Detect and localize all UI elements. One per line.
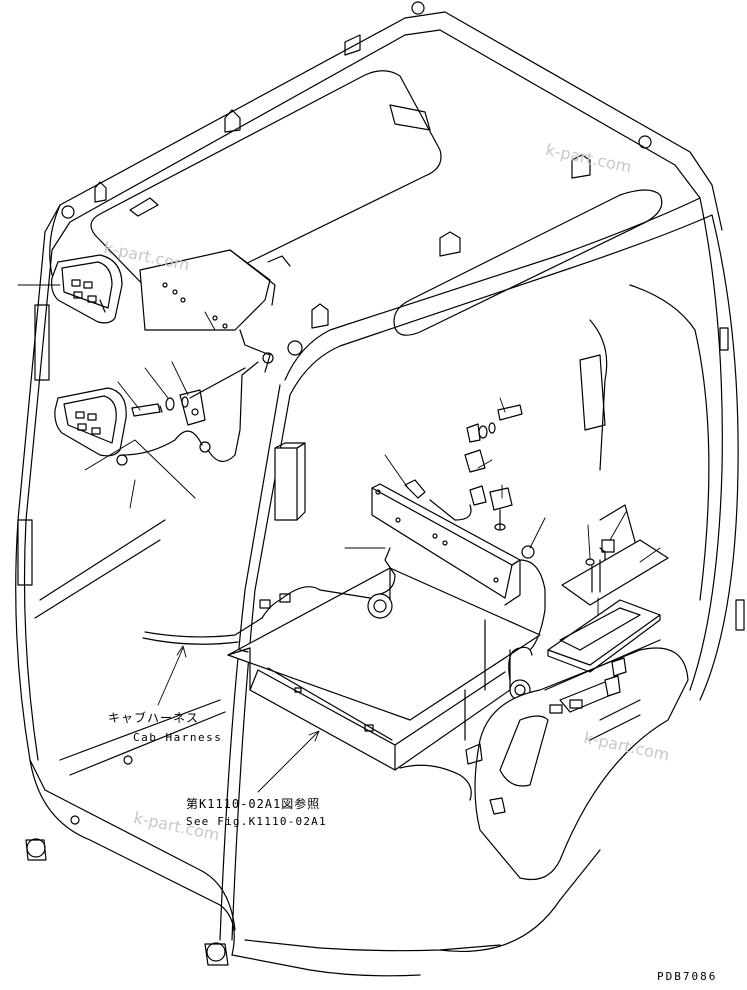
floor-fittings	[25, 743, 483, 966]
console-harness	[399, 619, 486, 801]
controller-box	[227, 547, 541, 771]
work-lamp-upper	[51, 254, 123, 324]
leader-lines-right	[344, 397, 661, 616]
cab-frame	[15, 11, 745, 977]
roof-mount-bosses	[61, 1, 652, 356]
cab-harness-label-jp: キャブハーネス	[108, 711, 200, 725]
work-lamp-lower	[54, 387, 127, 457]
lamp-bracket	[139, 249, 276, 426]
right-console	[474, 639, 689, 881]
drawing-code: PDB7086	[657, 970, 718, 983]
switch-panel	[547, 539, 669, 673]
figure-reference-jp: 第K1110-02A1図参照	[186, 797, 321, 811]
lamp-wiring	[116, 361, 259, 466]
cab-harness-label-en: Cab Harness	[133, 731, 223, 744]
cab-harness	[142, 586, 371, 645]
leader-lines-left	[17, 284, 216, 509]
lamp-fasteners	[131, 396, 189, 417]
relay-components	[429, 404, 546, 651]
figure-reference-en: See Fig.K1110-02A1	[186, 815, 327, 828]
label-arrows	[157, 645, 320, 793]
